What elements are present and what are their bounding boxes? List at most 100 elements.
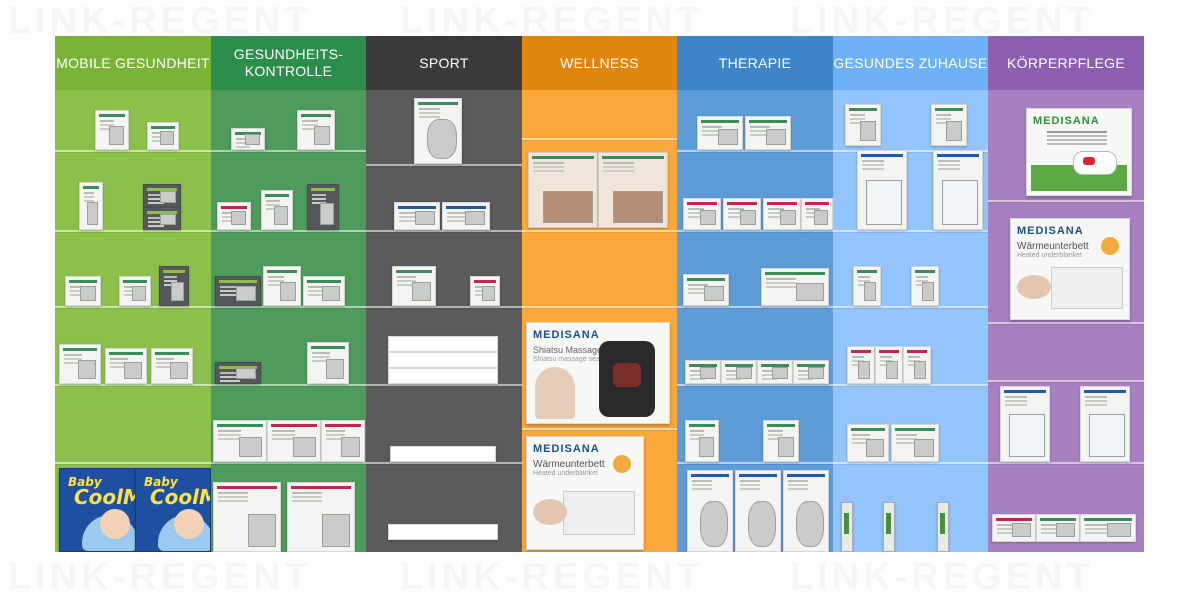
product-box[interactable] <box>857 150 907 230</box>
product-box[interactable] <box>105 348 147 384</box>
product-box[interactable] <box>847 424 889 462</box>
product-box[interactable] <box>847 346 875 384</box>
product-box[interactable] <box>394 202 440 230</box>
shelf <box>677 230 833 232</box>
shelf <box>211 384 366 386</box>
product-box[interactable] <box>65 276 101 306</box>
product-box[interactable] <box>263 266 301 306</box>
coolmist-box[interactable]: Baby CoolMist <box>135 468 211 552</box>
product-box[interactable] <box>79 182 103 230</box>
product-box[interactable] <box>721 360 757 384</box>
product-box[interactable] <box>151 348 193 384</box>
category-header[interactable]: GESUNDES ZUHAUSE <box>833 36 988 90</box>
product-box[interactable] <box>931 104 967 146</box>
product-box[interactable] <box>215 276 261 306</box>
product-title: Wärmeunterbett <box>1017 241 1089 252</box>
category-wellness: WELLNESS MEDISANA Shiatsu Massagesitzauf… <box>522 36 677 552</box>
product-box[interactable] <box>1000 386 1050 462</box>
product-box[interactable] <box>287 482 355 552</box>
product-box[interactable] <box>392 266 436 306</box>
product-box[interactable] <box>215 362 261 384</box>
product-box[interactable] <box>442 202 490 230</box>
product-box[interactable] <box>231 128 265 150</box>
product-box[interactable] <box>213 420 267 462</box>
category-header[interactable]: WELLNESS <box>522 36 677 90</box>
product-box[interactable] <box>470 276 500 306</box>
product-box[interactable] <box>683 274 729 306</box>
sleeping-woman-image <box>1017 275 1051 299</box>
product-box[interactable] <box>95 110 129 150</box>
product-box[interactable] <box>267 420 321 462</box>
product-box[interactable] <box>143 207 181 230</box>
coolmist-box[interactable]: Baby CoolMist <box>59 468 137 552</box>
heated-underblanket-box[interactable]: MEDISANA Wärmeunterbett Heated underblan… <box>1010 218 1130 320</box>
product-box[interactable] <box>685 420 719 462</box>
product-box[interactable] <box>697 116 743 150</box>
product-box[interactable] <box>875 346 903 384</box>
shelf <box>366 164 522 166</box>
heated-underblanket-box[interactable]: MEDISANA Wärmeunterbett Heated underblan… <box>526 436 644 550</box>
product-box[interactable] <box>1080 386 1130 462</box>
product-title: Wärmeunterbett <box>533 459 605 470</box>
product-box[interactable] <box>321 420 365 462</box>
product-box[interactable] <box>793 360 829 384</box>
product-box[interactable] <box>992 514 1036 542</box>
product-box[interactable] <box>217 202 251 230</box>
product-box[interactable] <box>261 190 293 230</box>
product-box[interactable] <box>853 266 881 306</box>
product-box[interactable] <box>763 198 801 230</box>
foot-care-box[interactable]: MEDISANA <box>1026 108 1132 196</box>
product-box[interactable] <box>147 122 179 150</box>
category-gesundes-zuhause: GESUNDES ZUHAUSE <box>833 36 988 552</box>
product-box[interactable] <box>303 276 345 306</box>
product-box[interactable] <box>213 482 281 552</box>
product-box[interactable] <box>761 268 829 306</box>
product-box[interactable] <box>685 360 721 384</box>
product-box[interactable] <box>735 470 781 552</box>
shelf <box>833 230 988 232</box>
product-tube[interactable] <box>883 502 895 552</box>
product-tube[interactable] <box>841 502 853 552</box>
product-box[interactable] <box>745 116 791 150</box>
product-box[interactable] <box>687 470 733 552</box>
product-box[interactable] <box>159 266 189 306</box>
category-header[interactable]: KÖRPERPFLEGE <box>988 36 1144 90</box>
product-box[interactable] <box>903 346 931 384</box>
product-box[interactable] <box>59 344 101 384</box>
product-box[interactable] <box>1036 514 1080 542</box>
blanket-image <box>563 491 635 535</box>
product-box[interactable] <box>307 342 349 384</box>
product-box[interactable] <box>683 198 721 230</box>
product-box[interactable] <box>598 152 668 228</box>
product-box[interactable] <box>933 150 983 230</box>
product-box[interactable] <box>119 276 151 306</box>
category-shelves <box>677 90 833 552</box>
product-box[interactable] <box>845 104 881 146</box>
category-header[interactable]: SPORT <box>366 36 522 90</box>
category-header[interactable]: MOBILE GESUNDHEIT <box>55 36 211 90</box>
product-box[interactable] <box>911 266 939 306</box>
product-subtitle: Heated underblanket <box>1017 252 1082 259</box>
child-image <box>100 509 130 539</box>
product-box[interactable] <box>723 198 761 230</box>
product-box[interactable] <box>801 198 833 230</box>
category-header[interactable]: THERAPIE <box>677 36 833 90</box>
shelf <box>366 384 522 386</box>
product-box[interactable] <box>783 470 829 552</box>
product-box[interactable] <box>763 420 799 462</box>
product-tube[interactable] <box>937 502 949 552</box>
massage-seat-box[interactable]: MEDISANA Shiatsu Massagesitzauflage Shia… <box>526 322 670 424</box>
product-box[interactable] <box>307 184 339 230</box>
product-box[interactable] <box>757 360 793 384</box>
product-box[interactable] <box>528 152 598 228</box>
product-box[interactable] <box>143 184 181 208</box>
category-header[interactable]: GESUNDHEITS- KONTROLLE <box>211 36 366 90</box>
shelf <box>677 306 833 308</box>
product-box[interactable] <box>1080 514 1136 542</box>
product-box[interactable] <box>891 424 939 462</box>
product-box[interactable] <box>297 110 335 150</box>
watermark-bottom-center: LINK-REGENT <box>400 556 704 599</box>
shelf <box>211 306 366 308</box>
coolmist-name: CoolMist <box>150 485 210 509</box>
product-box[interactable] <box>414 98 462 164</box>
